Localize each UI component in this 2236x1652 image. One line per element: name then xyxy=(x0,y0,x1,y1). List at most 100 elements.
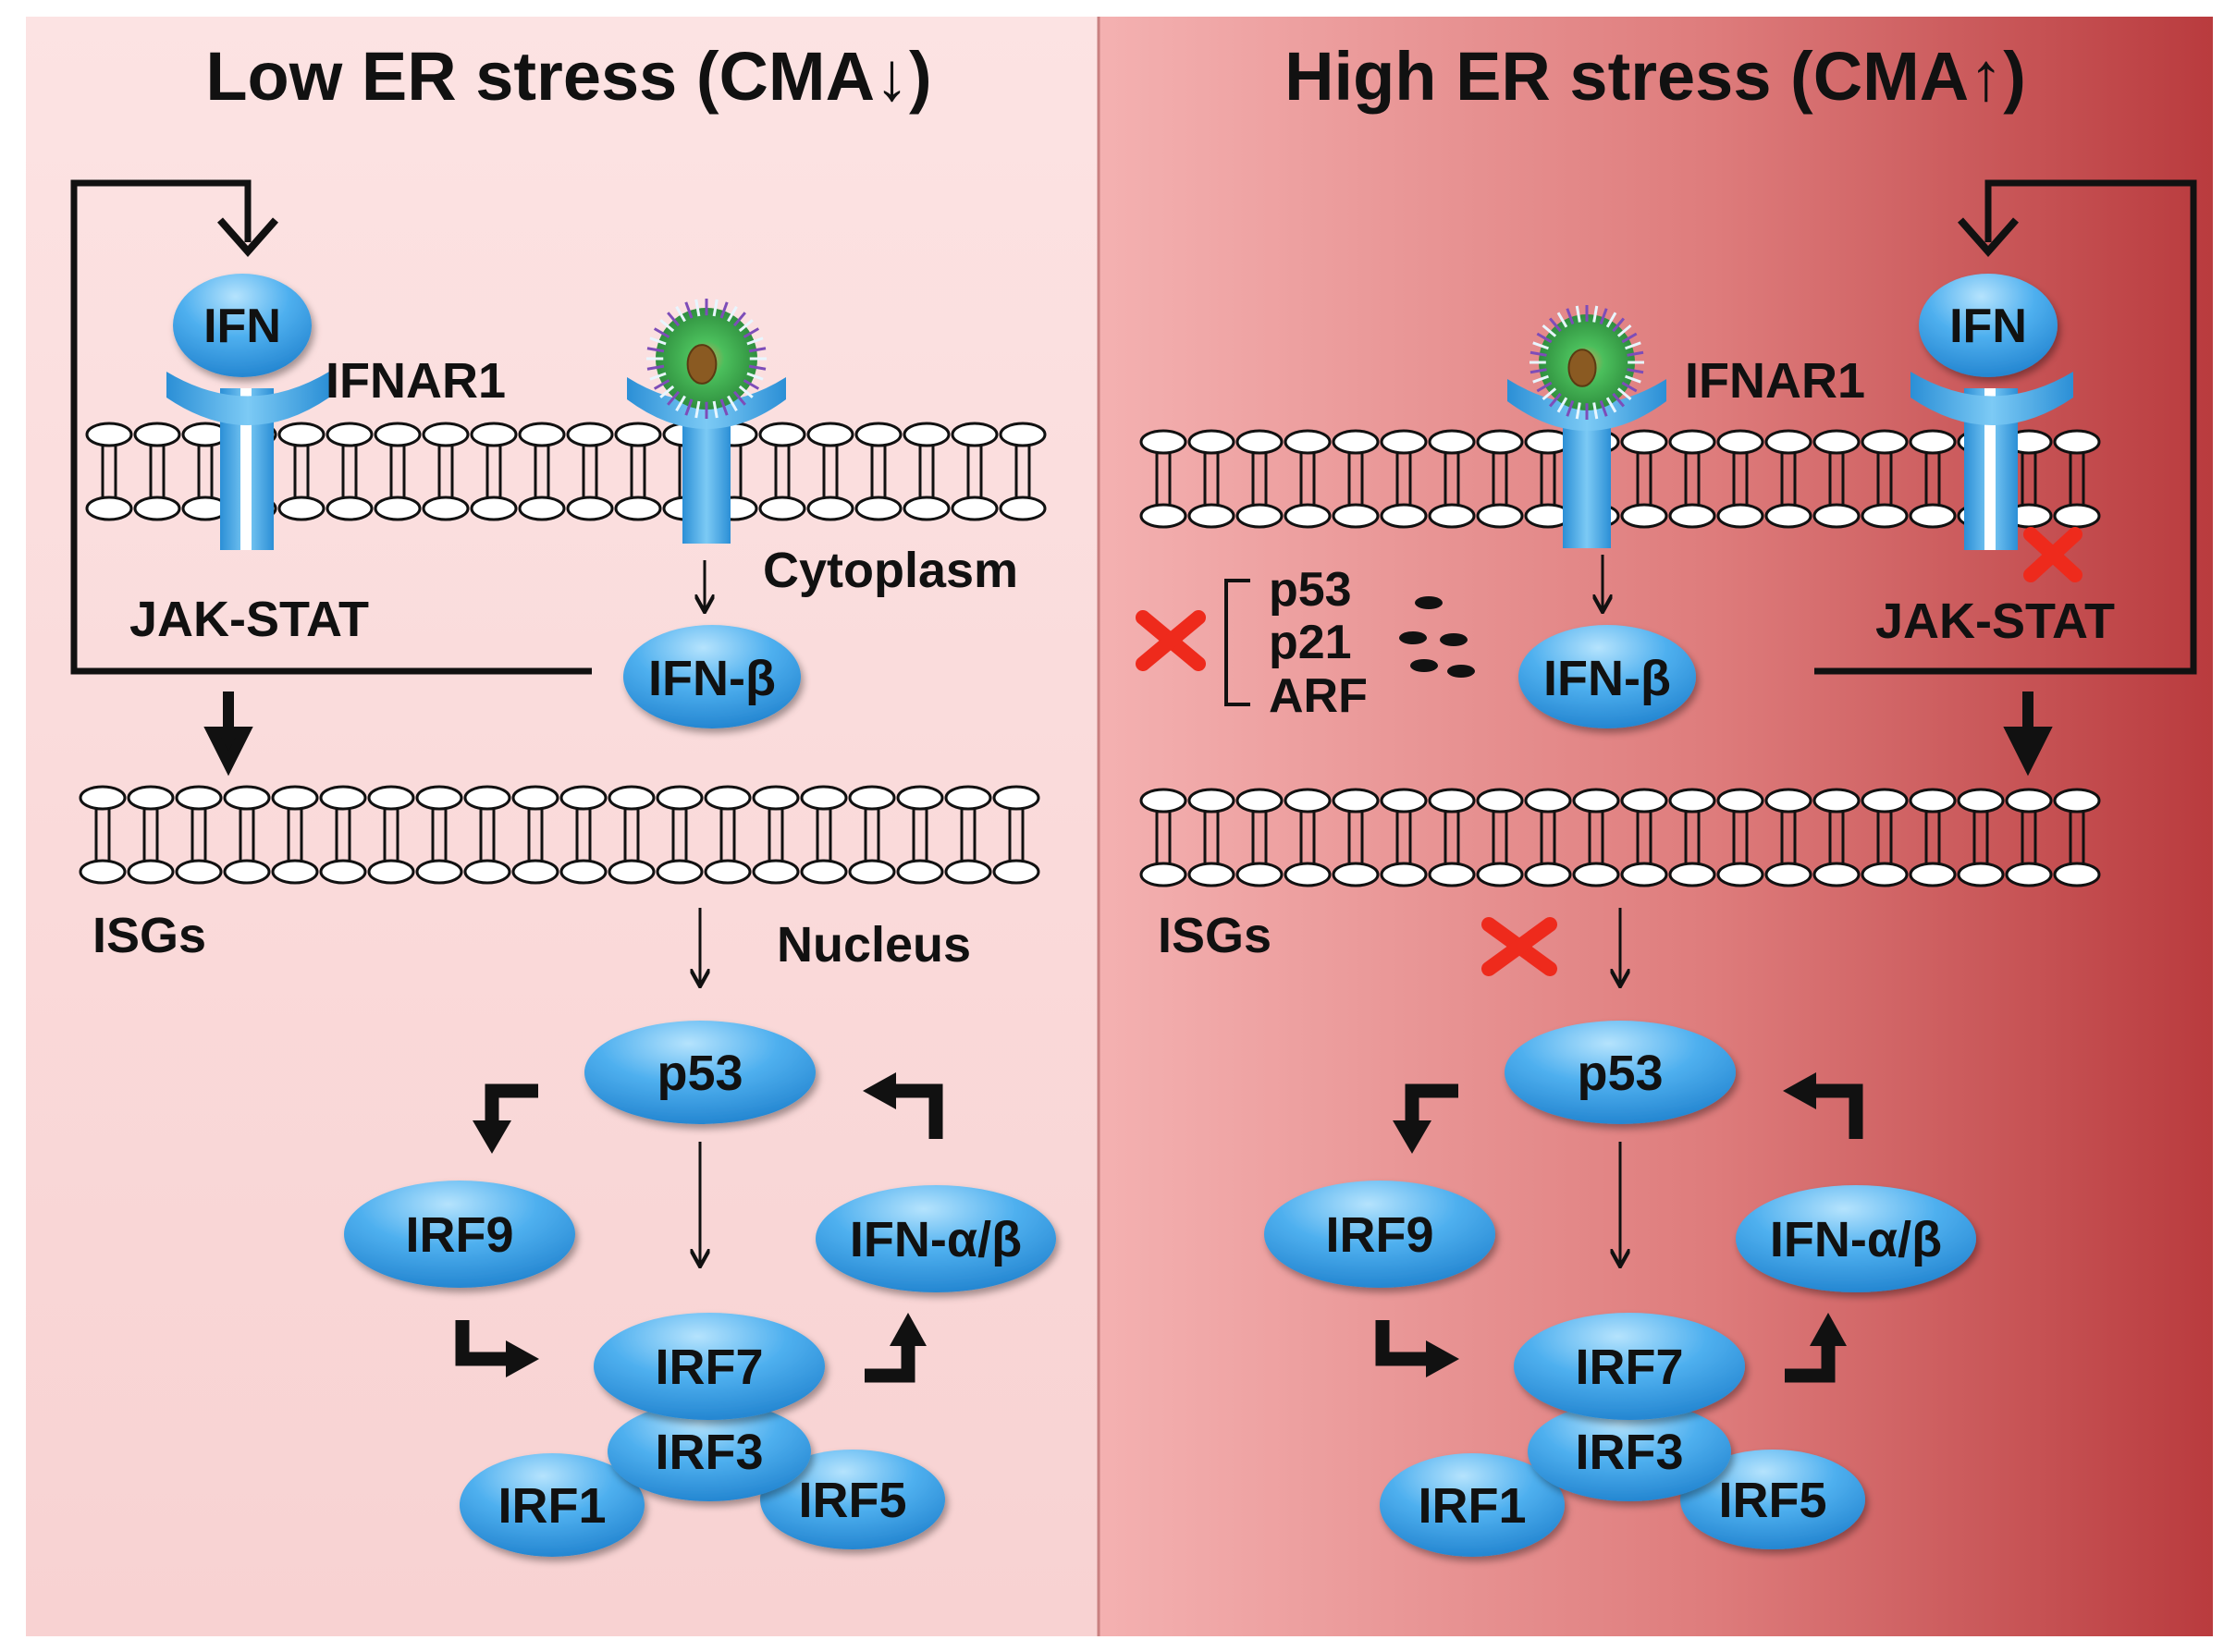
lipid-unit xyxy=(1764,429,1812,529)
lipid-unit xyxy=(1332,429,1380,529)
right-isgs-label: ISGs xyxy=(1158,908,1272,963)
right-inhibit-p53-group-icon xyxy=(1136,610,1206,671)
lipid-unit xyxy=(1716,429,1764,529)
lipid-unit xyxy=(1812,788,1861,887)
right-ifnar1-label: IFNAR1 xyxy=(1685,353,1865,409)
left-nuclear-membrane xyxy=(79,785,1040,885)
left-plasma-membrane xyxy=(85,422,1047,521)
lipid-unit xyxy=(1764,788,1812,887)
lipid-unit xyxy=(2053,788,2101,887)
right-label-irf1: IRF1 xyxy=(1418,1478,1526,1534)
lipid-unit xyxy=(2005,788,2053,887)
lipid-unit xyxy=(758,422,806,521)
lipid-unit xyxy=(656,785,704,885)
left-virus-icon xyxy=(646,299,767,419)
lipid-unit xyxy=(608,785,656,885)
lipid-unit xyxy=(566,422,614,521)
lipid-unit xyxy=(1235,788,1284,887)
left-ifnar1-receptor xyxy=(166,372,329,550)
lipid-unit xyxy=(1139,788,1187,887)
lipid-unit xyxy=(1716,788,1764,887)
lipid-unit xyxy=(223,785,271,885)
left-node-irf1: IRF1 xyxy=(460,1453,645,1557)
left-nucleus-label: Nucleus xyxy=(777,917,971,973)
lipid-unit xyxy=(1861,788,1909,887)
right-jak-stat-inhibit-icon xyxy=(2023,527,2082,582)
lipid-unit xyxy=(1476,788,1524,887)
feedback-elbow-arrows xyxy=(455,1072,943,1383)
lipid-unit xyxy=(903,422,951,521)
lipid-unit xyxy=(1187,429,1235,529)
left-node-irf7: IRF7 xyxy=(594,1313,825,1420)
right-ifn-ligand xyxy=(1919,274,2058,377)
lipid-unit xyxy=(1380,429,1428,529)
right-jak-stat-label: JAK-STAT xyxy=(1875,593,2115,649)
right-label-irf9: IRF9 xyxy=(1325,1207,1433,1263)
right-node-p53: p53 xyxy=(1505,1021,1736,1124)
left-label-irf5: IRF5 xyxy=(798,1473,906,1528)
left-node-irf9: IRF9 xyxy=(344,1181,575,1288)
left-ifn-ligand xyxy=(173,274,312,377)
lipid-unit xyxy=(896,785,944,885)
right-p21-label: p21 xyxy=(1269,616,1352,669)
lipid-unit xyxy=(806,422,854,521)
left-label-irf7: IRF7 xyxy=(655,1340,763,1395)
right-nuclear-membrane xyxy=(1139,788,2101,887)
right-node-irf5: IRF5 xyxy=(1680,1450,1865,1549)
lipid-unit xyxy=(1428,788,1476,887)
lipid-unit xyxy=(1139,429,1187,529)
left-feedback-loop xyxy=(70,179,592,675)
lipid-unit xyxy=(463,785,511,885)
right-thick-arrow-down xyxy=(2003,691,2053,777)
left-feedback-arrowhead xyxy=(217,217,278,258)
lipid-unit xyxy=(1620,429,1668,529)
lipid-unit xyxy=(704,785,752,885)
right-degradation-fragments-icon xyxy=(1399,596,1475,678)
lipid-unit xyxy=(1235,429,1284,529)
lipid-unit xyxy=(1812,429,1861,529)
lipid-unit xyxy=(85,422,133,521)
lipid-unit xyxy=(271,785,319,885)
left-ifnar1-label: IFNAR1 xyxy=(326,353,506,409)
right-ifnar1-receptor xyxy=(1910,372,2073,550)
lipid-unit xyxy=(1332,788,1380,887)
lipid-unit xyxy=(614,422,662,521)
lipid-unit xyxy=(511,785,559,885)
lipid-unit xyxy=(1428,429,1476,529)
left-thick-arrow-down xyxy=(203,691,253,777)
left-label-ifn-ab: IFN-α/β xyxy=(850,1212,1022,1267)
left-node-ifn-ab: IFN-α/β xyxy=(816,1185,1056,1292)
left-cytoplasm-label: Cytoplasm xyxy=(763,543,1018,598)
lipid-unit xyxy=(1909,788,1957,887)
left-label-irf1: IRF1 xyxy=(498,1478,606,1534)
right-ifn-label: IFN xyxy=(1949,300,2027,353)
lipid-unit xyxy=(951,422,999,521)
right-node-irf7: IRF7 xyxy=(1514,1313,1745,1420)
lipid-unit xyxy=(1187,788,1235,887)
lipid-unit xyxy=(1620,788,1668,887)
left-panel-background xyxy=(26,17,1099,1636)
left-panel-title: Low ER stress (CMA↓) xyxy=(205,38,931,115)
left-node-irf3: IRF3 xyxy=(608,1401,811,1501)
lipid-unit xyxy=(944,785,992,885)
lipid-unit xyxy=(1380,788,1428,887)
right-node-irf9: IRF9 xyxy=(1264,1181,1495,1288)
right-arf-label: ARF xyxy=(1269,669,1368,723)
lipid-unit xyxy=(422,422,470,521)
feedback-elbow-arrows xyxy=(1375,1072,1863,1383)
lipid-unit xyxy=(1861,429,1909,529)
lipid-unit xyxy=(1572,788,1620,887)
right-label-irf3: IRF3 xyxy=(1575,1425,1683,1480)
lipid-unit xyxy=(133,422,181,521)
lipid-unit xyxy=(277,422,326,521)
right-node-irf1: IRF1 xyxy=(1380,1453,1565,1557)
lipid-unit xyxy=(992,785,1040,885)
right-node-irf3: IRF3 xyxy=(1528,1401,1731,1501)
lipid-unit xyxy=(559,785,608,885)
lipid-unit xyxy=(175,785,223,885)
lipid-unit xyxy=(1957,788,2005,887)
left-label-p53: p53 xyxy=(657,1046,743,1101)
left-label-irf3: IRF3 xyxy=(655,1425,763,1480)
lipid-unit xyxy=(800,785,848,885)
